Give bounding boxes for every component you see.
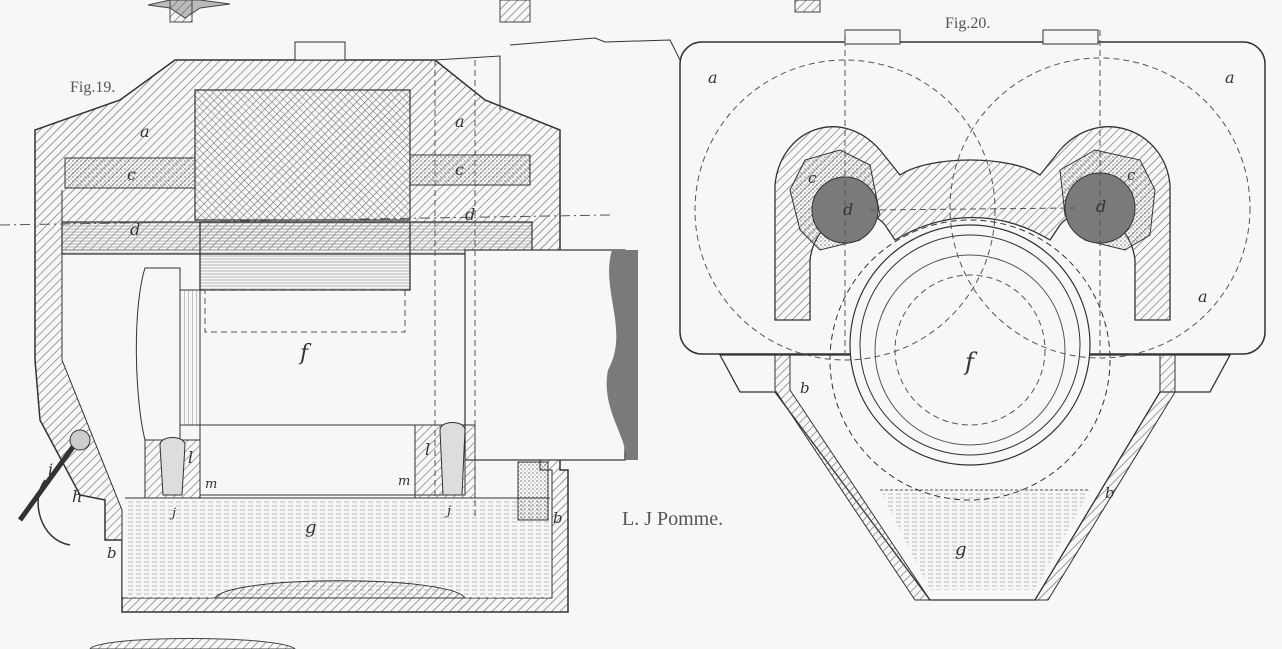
figure-19 [0,37,681,613]
fig20-label-b1: b [800,379,810,397]
engraver-signature: L. J Pomme. [622,508,723,530]
fig19-label-a1: a [140,122,150,141]
fig19-label-d1: d [130,220,140,239]
fig20-label-c2: c [1127,166,1136,184]
top-fragments [147,0,821,23]
fig19-caption: Fig.19. [70,79,115,96]
fig19-labels: Fig.19. a a c c d d f g h i b b l l m m … [48,79,563,562]
fig20-label-d1: d [843,200,853,219]
fig19-label-l1: l [188,448,193,467]
fig20-label-c1: c [808,169,817,187]
figure-20 [679,29,1266,601]
fig20-label-a3: a [1198,287,1208,306]
fig19-label-c2: c [455,160,464,179]
fig19-label-a2: a [455,112,465,131]
fig20-label-g: g [955,539,967,560]
fig19-label-c1: c [127,165,136,184]
fig19-label-b1: b [107,544,117,562]
fig19-label-j2: j [444,504,451,519]
fig19-label-g: g [305,517,317,538]
fig20-label-b2: b [1105,484,1115,502]
fig20-caption: Fig.20. [945,15,990,32]
fig19-label-b2: b [553,509,563,527]
fig19-label-l2: l [425,440,430,459]
fig20-label-a1: a [708,68,718,87]
fig19-label-d2: d [465,205,475,224]
fig19-label-m1: m [205,477,217,492]
fig19-label-j1: j [169,506,176,521]
bottom-fragment [89,638,296,649]
fig19-label-i: i [48,460,53,479]
fig19-label-h: h [72,487,82,506]
fig20-label-d2: d [1096,197,1106,216]
fig19-label-m2: m [398,474,410,489]
fig20-label-a2: a [1225,68,1235,87]
